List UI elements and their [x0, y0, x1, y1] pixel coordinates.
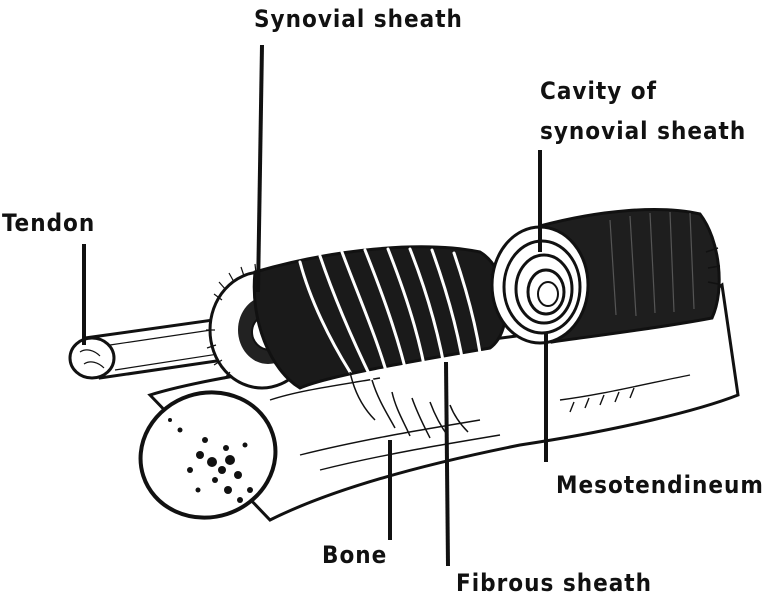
label-tendon: Tendon — [2, 208, 95, 238]
label-cavity-line1: Cavity of — [540, 76, 657, 106]
label-cavity-line2: synovial sheath — [540, 116, 746, 146]
label-mesotendineum: Mesotendineum — [556, 470, 764, 500]
leader-fibrous-sheath — [446, 362, 448, 566]
label-bone: Bone — [322, 540, 387, 570]
synovial-sheath-right — [492, 210, 720, 343]
label-fibrous-sheath: Fibrous sheath — [456, 568, 652, 598]
leader-synovial-sheath — [258, 45, 262, 292]
label-synovial-sheath: Synovial sheath — [254, 4, 463, 34]
